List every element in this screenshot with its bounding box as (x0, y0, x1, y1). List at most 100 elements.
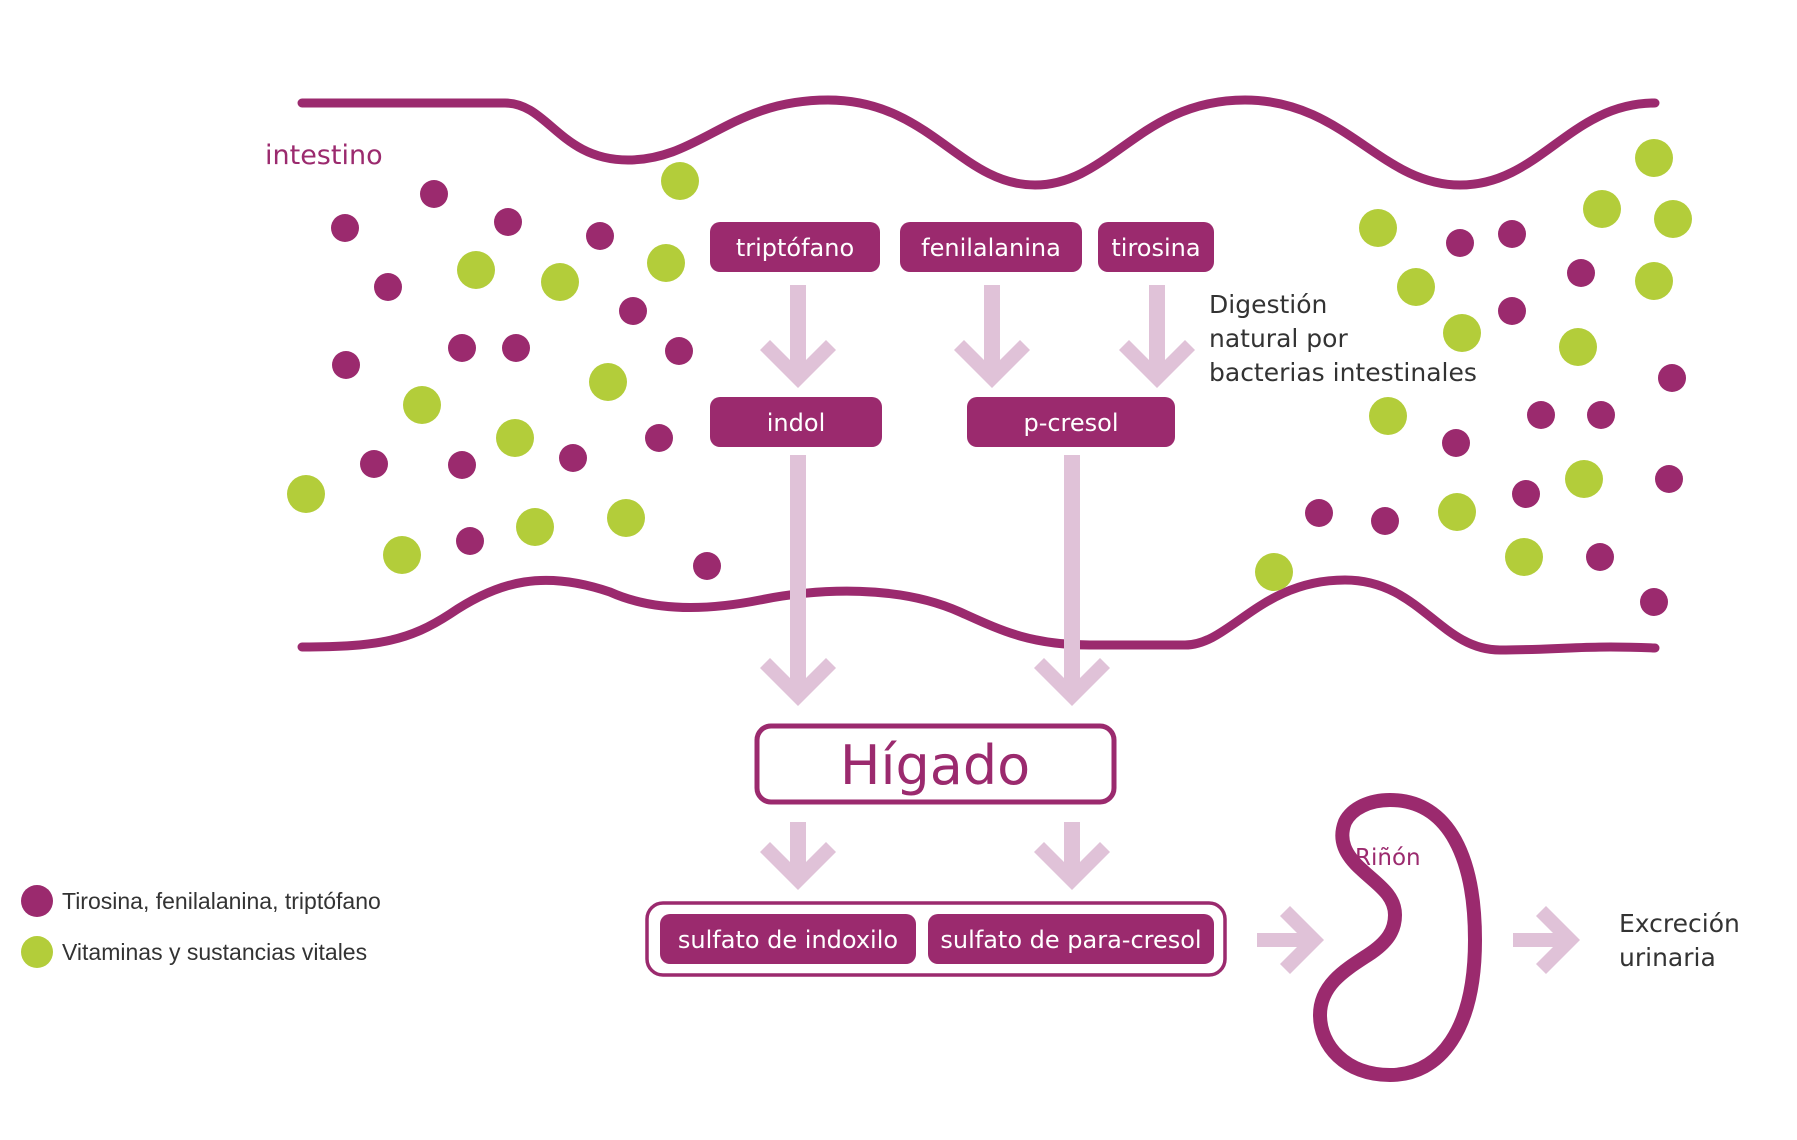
green-dot (1565, 460, 1603, 498)
excretion-note: Excreción urinaria (1619, 909, 1748, 972)
fenilalanina-box (900, 222, 1082, 272)
purple-dot (1446, 229, 1474, 257)
triptofano-label: triptófano (736, 234, 854, 262)
indol-box (710, 397, 882, 447)
intestine-bottom-wall (297, 575, 1660, 655)
purple-dot (1498, 297, 1526, 325)
green-dot (1255, 553, 1293, 591)
purple-dot (693, 552, 721, 580)
green-dot (287, 475, 325, 513)
purple-dot (1371, 507, 1399, 535)
digestion-note-line: bacterias intestinales (1209, 358, 1477, 387)
legend-purple-label: Tirosina, fenilalanina, triptófano (62, 888, 381, 914)
purple-dot (1655, 465, 1683, 493)
legend-green-swatch (21, 936, 53, 968)
purple-dot (1640, 588, 1668, 616)
green-dot (1559, 328, 1597, 366)
p-cresol-label: p-cresol (1023, 409, 1118, 437)
green-dot (1397, 268, 1435, 306)
excretion-note-line: urinaria (1619, 943, 1716, 972)
purple-dot (448, 451, 476, 479)
green-dot (496, 419, 534, 457)
tirosina-label: tirosina (1111, 234, 1200, 262)
arrow-down-icon (760, 822, 836, 890)
green-dot (661, 162, 699, 200)
intestine-label: intestino (265, 140, 383, 171)
indoxilo-label: sulfato de indoxilo (678, 926, 898, 954)
purple-dot (1527, 401, 1555, 429)
kidney-label: Riñón (1355, 845, 1421, 871)
green-dot (1505, 538, 1543, 576)
digestion-note: Digestión natural por bacterias intestin… (1209, 290, 1477, 387)
nutrient-dots-right (1255, 139, 1692, 616)
purple-dot (1567, 259, 1595, 287)
p-cresol-box (967, 397, 1175, 447)
green-dot (1359, 209, 1397, 247)
liver-label: Hígado (840, 734, 1030, 797)
green-dot (383, 536, 421, 574)
nutrient-dots-left (287, 162, 721, 580)
purple-dot (586, 222, 614, 250)
green-dot (516, 508, 554, 546)
green-dot (541, 263, 579, 301)
purple-dot (559, 444, 587, 472)
green-dot (1654, 200, 1692, 238)
purple-dot (1442, 429, 1470, 457)
purple-dot (665, 337, 693, 365)
purple-dot (1305, 499, 1333, 527)
purple-dot (332, 351, 360, 379)
green-dot (1438, 493, 1476, 531)
indoxilo-box (660, 914, 916, 964)
legend-green-label: Vitaminas y sustancias vitales (62, 939, 367, 965)
arrow-down-icon (1119, 285, 1195, 388)
green-dot (457, 251, 495, 289)
purple-dot (1586, 543, 1614, 571)
arrow-down-icon (1034, 455, 1110, 706)
green-dot (1443, 314, 1481, 352)
purple-dot (1512, 480, 1540, 508)
green-dot (1635, 262, 1673, 300)
green-dot (1635, 139, 1673, 177)
intestine-top-wall (297, 95, 1660, 190)
purple-dot (1587, 401, 1615, 429)
green-dot (589, 363, 627, 401)
purple-dot (456, 527, 484, 555)
digestion-note-line: natural por (1209, 324, 1348, 353)
green-dot (1369, 397, 1407, 435)
green-dot (403, 386, 441, 424)
arrow-right-icon (1513, 906, 1580, 974)
kidney-icon (1313, 793, 1482, 1082)
legend: Tirosina, fenilalanina, triptófano Vitam… (21, 885, 381, 968)
arrow-down-icon (954, 285, 1030, 388)
legend-purple-swatch (21, 885, 53, 917)
purple-dot (420, 180, 448, 208)
arrow-right-icon (1257, 906, 1324, 974)
purple-dot (448, 334, 476, 362)
tirosina-box (1098, 222, 1214, 272)
green-dot (1583, 190, 1621, 228)
purple-dot (645, 424, 673, 452)
arrow-down-icon (1034, 822, 1110, 890)
purple-dot (331, 214, 359, 242)
purple-dot (619, 297, 647, 325)
purple-dot (1658, 364, 1686, 392)
flow-arrows (760, 285, 1580, 974)
green-dot (647, 244, 685, 282)
purple-dot (360, 450, 388, 478)
purple-dot (1498, 220, 1526, 248)
purple-dot (374, 273, 402, 301)
purple-dot (502, 334, 530, 362)
arrow-down-icon (760, 285, 836, 388)
purple-dot (494, 208, 522, 236)
excretion-note-line: Excreción (1619, 909, 1740, 938)
fenilalanina-label: fenilalanina (921, 234, 1061, 262)
green-dot (607, 499, 645, 537)
indol-label: indol (767, 409, 825, 437)
triptofano-box (710, 222, 880, 272)
liver-box (754, 723, 1117, 805)
digestion-note-line: Digestión (1209, 290, 1327, 319)
para-cresol-label: sulfato de para-cresol (940, 926, 1201, 954)
para-cresol-box (928, 914, 1214, 964)
arrow-down-icon (760, 455, 836, 706)
